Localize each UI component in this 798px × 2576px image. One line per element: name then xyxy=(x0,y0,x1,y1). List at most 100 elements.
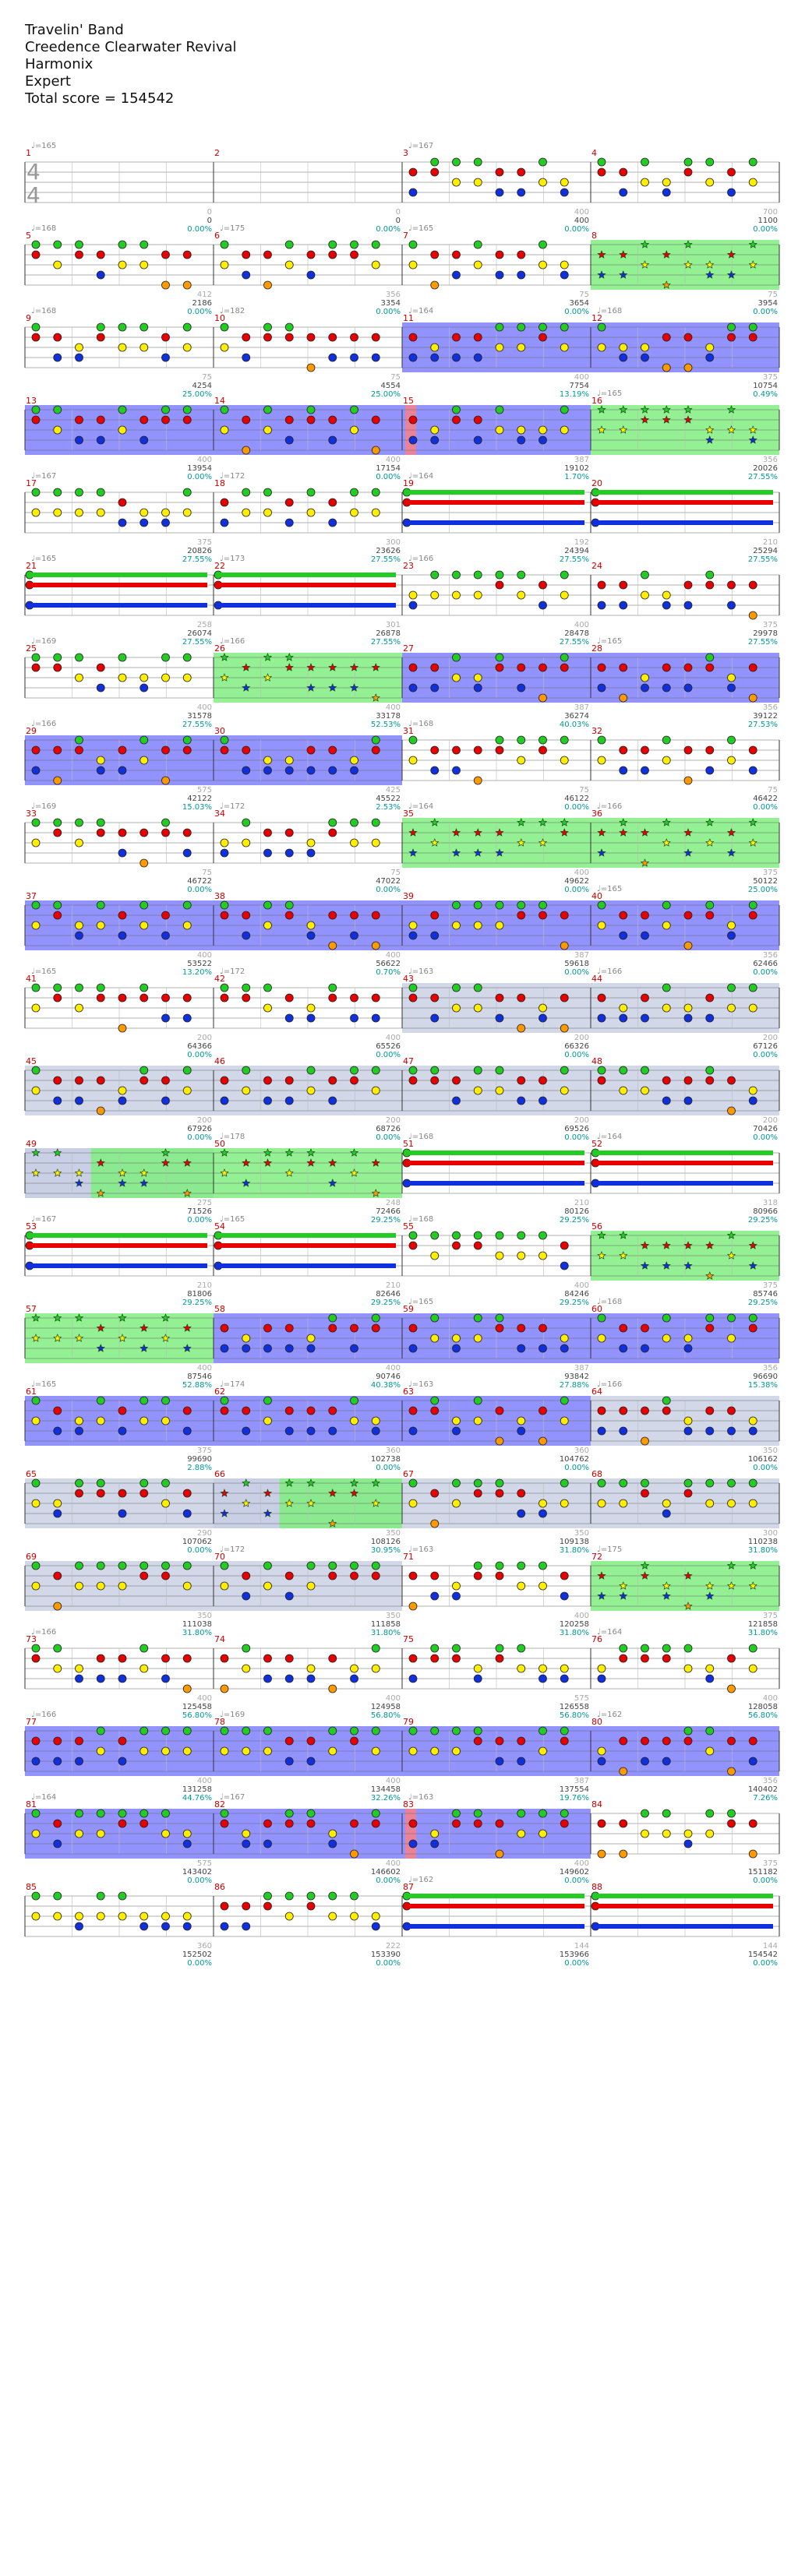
note xyxy=(408,1499,418,1508)
note xyxy=(139,683,149,692)
measure-note-count: 258 xyxy=(197,621,212,629)
note xyxy=(75,1489,83,1498)
measure-score: 152502 xyxy=(182,1951,212,1959)
note xyxy=(748,1416,757,1425)
note xyxy=(31,508,41,517)
measure-note-count: 210 xyxy=(197,1281,212,1290)
star-note xyxy=(263,1509,273,1517)
note xyxy=(328,941,337,950)
note xyxy=(538,322,547,332)
note xyxy=(306,1406,316,1415)
sustain-tail xyxy=(595,1904,773,1908)
note xyxy=(53,1839,62,1848)
sustain-tail xyxy=(407,1161,584,1165)
tempo-marker: ♩=178 xyxy=(220,1133,245,1141)
tempo-marker: ♩=164 xyxy=(597,1133,622,1141)
measure-note-count: 350 xyxy=(574,1529,589,1538)
star-note xyxy=(619,1251,628,1260)
note xyxy=(161,931,170,940)
note xyxy=(452,1654,461,1663)
measure-number: 7 xyxy=(403,231,408,241)
note xyxy=(705,1664,715,1673)
note xyxy=(284,1757,294,1766)
star-note xyxy=(328,683,337,692)
note xyxy=(182,405,192,414)
note xyxy=(371,260,380,270)
note xyxy=(662,178,671,187)
note xyxy=(517,322,526,332)
note xyxy=(53,818,62,827)
note xyxy=(748,1323,757,1333)
note xyxy=(662,188,671,197)
note xyxy=(473,1571,482,1580)
sustain-tail xyxy=(218,583,396,587)
measure-note-count: 400 xyxy=(386,1777,401,1785)
measure-number: 84 xyxy=(591,1799,602,1810)
measure-score: 28478 xyxy=(564,629,589,638)
tempo-marker: ♩=169 xyxy=(31,637,56,646)
measure-number: 14 xyxy=(214,396,225,406)
tempo-marker: ♩=168 xyxy=(597,1298,622,1306)
note xyxy=(619,693,628,703)
tempo-marker: ♩=168 xyxy=(408,1133,433,1141)
measure-note-count: 75 xyxy=(579,786,589,795)
measure-note-count: 400 xyxy=(386,1694,401,1703)
note xyxy=(560,1261,569,1270)
note xyxy=(263,1323,272,1333)
note xyxy=(242,508,251,517)
note xyxy=(182,1912,192,1921)
note xyxy=(495,1251,504,1260)
note xyxy=(430,280,440,290)
note xyxy=(408,1323,418,1333)
note xyxy=(430,745,440,755)
note xyxy=(75,931,83,940)
note xyxy=(31,1396,41,1405)
note xyxy=(619,766,628,775)
note xyxy=(727,756,736,765)
note xyxy=(705,1313,715,1323)
note xyxy=(328,1323,337,1333)
note xyxy=(748,1849,757,1859)
tempo-marker: ♩=167 xyxy=(31,1215,56,1224)
note xyxy=(430,250,440,259)
note xyxy=(408,983,418,992)
note xyxy=(495,745,504,755)
note xyxy=(705,570,715,580)
note xyxy=(31,1654,41,1663)
measure-note-count: 350 xyxy=(386,1612,401,1620)
measure-score: 47022 xyxy=(376,877,401,886)
note xyxy=(662,1809,671,1818)
measure-score: 7754 xyxy=(570,382,589,390)
note xyxy=(705,1809,715,1818)
note xyxy=(118,745,127,755)
note xyxy=(182,735,192,745)
star-note xyxy=(408,828,418,837)
note xyxy=(263,766,272,775)
note xyxy=(371,735,380,745)
star-note xyxy=(349,1478,359,1487)
note xyxy=(560,1024,569,1033)
note xyxy=(727,601,736,610)
note xyxy=(182,828,192,837)
note xyxy=(430,1406,440,1415)
tempo-marker: ♩=165 xyxy=(31,967,56,976)
note xyxy=(705,1076,715,1085)
note xyxy=(75,921,83,930)
note xyxy=(53,1096,62,1105)
note xyxy=(727,322,736,332)
note xyxy=(263,405,272,414)
note xyxy=(328,1726,337,1736)
note xyxy=(727,1736,736,1746)
star-note xyxy=(619,1581,628,1590)
note xyxy=(560,735,569,745)
measure-score: 102738 xyxy=(371,1455,401,1464)
note xyxy=(662,333,671,342)
star-note xyxy=(683,828,693,837)
note xyxy=(430,911,440,920)
measure-number: 81 xyxy=(26,1799,37,1810)
measure-number: 24 xyxy=(591,561,602,571)
star-note xyxy=(640,828,650,837)
note xyxy=(328,1426,337,1436)
note xyxy=(31,322,41,332)
note xyxy=(748,1664,757,1673)
